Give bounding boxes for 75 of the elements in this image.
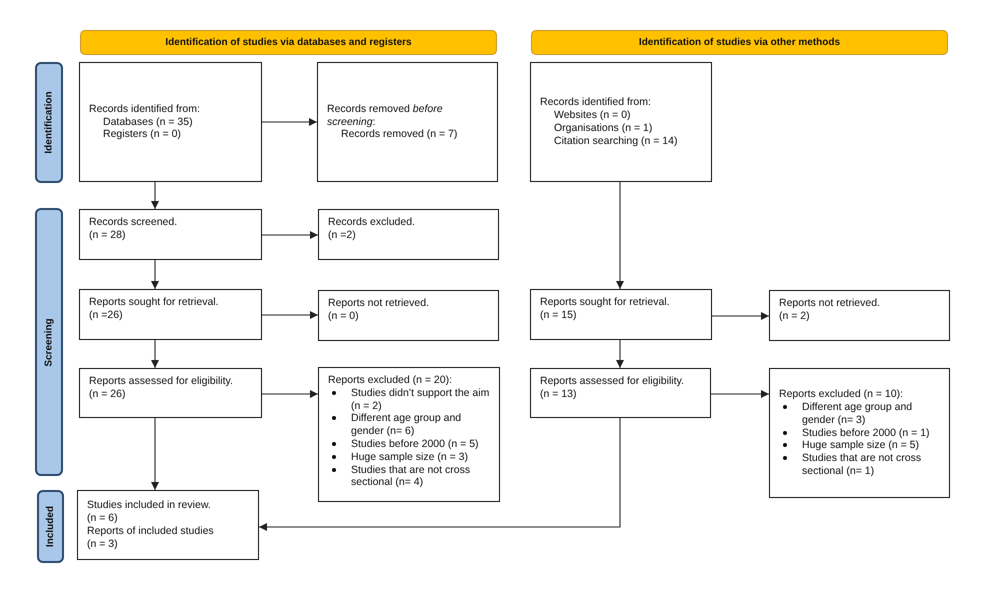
- list-item: Studies that are not cross sectional (n= 1): [802, 452, 922, 478]
- list-item: Different age group and gender (n= 3): [802, 401, 914, 427]
- list-item: Different age group and gender (n= 6): [351, 412, 462, 438]
- phase-label: Screening: [44, 318, 54, 366]
- box-text: Records removed before screening:: [327, 102, 444, 128]
- process-box: [79, 62, 262, 182]
- box-text: Reports excluded (n = 10):: [779, 388, 904, 401]
- arrow: [151, 418, 159, 490]
- process-box: [77, 490, 259, 560]
- list-item: Studies before 2000 (n = 1): [802, 426, 930, 440]
- box-text: Reports assessed for eligibility.: [540, 375, 685, 388]
- box-subtext: (n = 6): [87, 512, 119, 525]
- phase-label: Included: [45, 506, 56, 548]
- process-box: [769, 368, 950, 498]
- box-subtext: (n = 0): [328, 310, 360, 323]
- list-item: Huge sample size (n = 5): [802, 439, 920, 452]
- phase-label: Identification: [44, 91, 54, 154]
- box-subtext: (n = 13): [540, 388, 578, 401]
- box-subtext: (n =26): [89, 308, 124, 322]
- list-item: Studies didn’t support the aim (n = 2): [351, 386, 490, 412]
- list-item: Studies that are not cross sectional (n= 4): [351, 464, 472, 490]
- box-subtext: (n = 2): [779, 310, 811, 323]
- box-subtext: Records removed (n = 7): [340, 128, 458, 142]
- box-subtext: Websites (n = 0): [553, 109, 632, 122]
- arrow: [151, 340, 159, 368]
- section-header: Identification of studies via other methods: [531, 30, 948, 55]
- box-text: Reports excluded (n = 20):: [328, 374, 454, 387]
- box-subtext: Databases (n = 35): [102, 116, 194, 128]
- phase-tab: [35, 62, 63, 183]
- box-text: Reports sought for retrieval.: [540, 296, 671, 309]
- arrow: [151, 260, 159, 289]
- process-box: [317, 62, 498, 182]
- phase-tab: [35, 208, 63, 476]
- box-subtext: Registers (n = 0): [102, 128, 182, 142]
- box-subtext: (n = 3): [87, 538, 119, 551]
- arrow: [262, 311, 318, 319]
- box-subtext: (n = 15): [540, 308, 578, 322]
- box-text: Reports sought for retrieval.: [89, 296, 220, 309]
- box-text: Reports not retrieved.: [779, 297, 881, 310]
- box-subtext: (n =2): [328, 228, 357, 242]
- box-subtext: (n = 26): [89, 388, 126, 401]
- process-box: [318, 209, 499, 260]
- box-subtext: Reports of included studies: [87, 525, 215, 538]
- section-header: Identification of studies via databases and registers: [80, 30, 497, 55]
- process-box: [79, 209, 262, 260]
- arrow: [262, 390, 318, 398]
- process-box: [79, 368, 262, 418]
- box-text: Studies included in review.: [87, 499, 212, 512]
- box-subtext: Organisations (n = 1): [553, 122, 654, 135]
- box-text: Records identified from:: [89, 102, 201, 116]
- arrow: [711, 390, 769, 398]
- box-text: Reports assessed for eligibility.: [89, 375, 234, 388]
- list-item: Huge sample size (n = 3): [351, 450, 468, 464]
- box-text: Reports not retrieved.: [328, 297, 430, 310]
- box-subtext: Citation searching (n = 14): [553, 134, 678, 148]
- box-text: Records screened.: [89, 216, 178, 229]
- phase-tab: [37, 490, 64, 563]
- list-item: Studies before 2000 (n = 5): [351, 438, 479, 451]
- box-text: Records excluded.: [328, 216, 416, 229]
- box-text: Records identified from:: [540, 96, 652, 110]
- arrow: [151, 182, 159, 209]
- process-box: [318, 367, 500, 502]
- arrow: [616, 182, 624, 289]
- arrow: [259, 418, 621, 531]
- arrow: [262, 231, 318, 239]
- process-box: [530, 368, 711, 418]
- box-subtext: (n = 28): [89, 228, 126, 242]
- arrow: [616, 340, 624, 368]
- process-box: [530, 62, 712, 182]
- process-box: [530, 289, 712, 340]
- process-box: [769, 290, 950, 341]
- process-box: [79, 289, 262, 340]
- arrow: [262, 118, 317, 126]
- arrow: [712, 312, 769, 320]
- process-box: [318, 290, 499, 341]
